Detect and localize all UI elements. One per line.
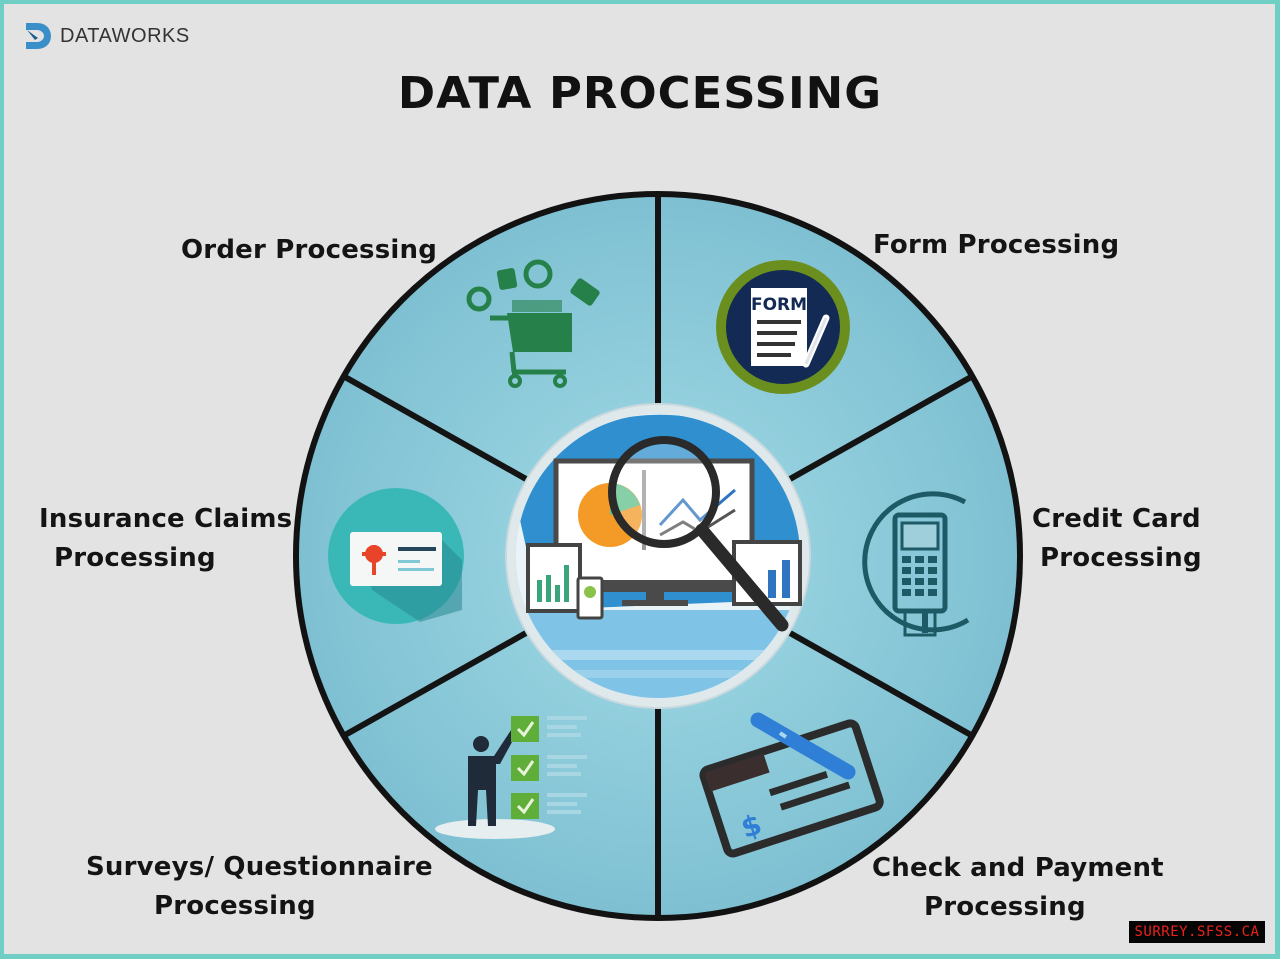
brand-name: DATAWORKS	[60, 24, 190, 47]
watermark: SURREY.SFSS.CA	[1129, 921, 1265, 943]
survey-checklist-icon	[435, 716, 587, 839]
label-check-payment-processing: Check and Payment Processing	[872, 853, 1164, 922]
label-credit-card-processing: Credit Card Processing	[1032, 504, 1202, 573]
insurance-card-icon	[328, 488, 464, 624]
form-document-icon: FORM	[716, 260, 850, 394]
shopping-cart-icon	[466, 259, 600, 388]
form-icon-text: FORM	[751, 295, 807, 315]
brand-logo: DATAWORKS	[22, 20, 190, 52]
analytics-dashboard-magnifier-icon	[505, 403, 811, 709]
check-pen-icon: $	[699, 712, 884, 858]
label-order-processing: Order Processing	[181, 235, 438, 265]
segment-dividers	[342, 193, 974, 919]
card-terminal-icon	[862, 491, 970, 637]
dataworks-d-logo-icon	[26, 23, 51, 49]
label-surveys-processing: Surveys/ Questionnaire Processing	[86, 852, 433, 921]
label-insurance-claims-processing: Insurance Claims Processing	[39, 504, 293, 573]
page-title: DATA PROCESSING	[397, 68, 883, 119]
label-form-processing: Form Processing	[873, 230, 1120, 260]
